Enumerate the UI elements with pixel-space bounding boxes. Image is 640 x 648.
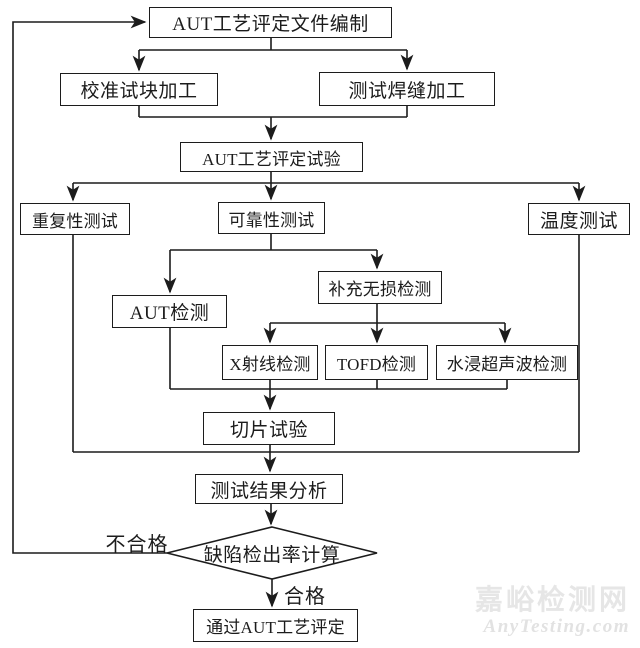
label-fail: 不合格 (105, 534, 169, 556)
node-analysis: 测试结果分析 (195, 474, 343, 504)
edge-doc-split (139, 38, 407, 51)
edge-reliability-split (170, 234, 377, 251)
node-reliability: 可靠性测试 (218, 202, 325, 234)
edge-side-merge (72, 235, 580, 453)
node-supplementary-ndt: 补充无损检测 (318, 271, 442, 304)
edge-merge-to-test (138, 106, 408, 118)
node-qual-test: AUT工艺评定试验 (180, 142, 363, 172)
edge-ndt-merge (169, 328, 508, 390)
node-pass: 通过AUT工艺评定 (193, 609, 358, 642)
edge-fail-feedback (12, 15, 167, 554)
node-aut-inspection: AUT检测 (112, 295, 227, 328)
node-slicing: 切片试验 (203, 412, 335, 445)
edge-test-split (73, 172, 579, 184)
node-immersion-ut: 水浸超声波检测 (436, 345, 578, 380)
node-doc: AUT工艺评定文件编制 (149, 7, 392, 38)
node-repeatability: 重复性测试 (20, 203, 130, 235)
node-weld: 测试焊缝加工 (319, 72, 495, 106)
node-xray: X射线检测 (222, 345, 318, 380)
node-decision-label: 缺陷检出率计算 (203, 544, 341, 566)
edge-ndt-split (270, 304, 505, 324)
node-calibration: 校准试块加工 (60, 73, 218, 106)
node-temperature: 温度测试 (528, 203, 630, 235)
label-pass: 合格 (284, 586, 326, 608)
node-tofd: TOFD检测 (325, 345, 428, 380)
